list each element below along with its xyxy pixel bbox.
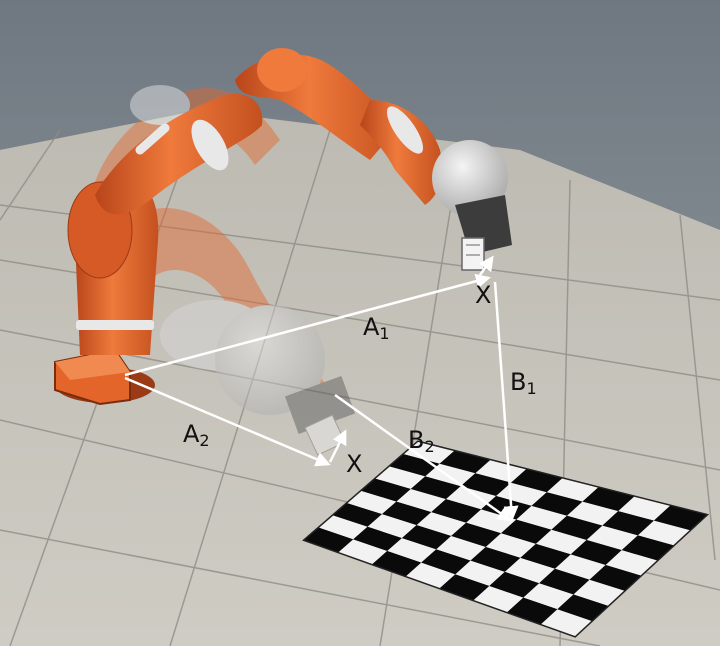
label-x-lower: X: [346, 450, 362, 478]
label-x-upper: X: [475, 281, 491, 309]
